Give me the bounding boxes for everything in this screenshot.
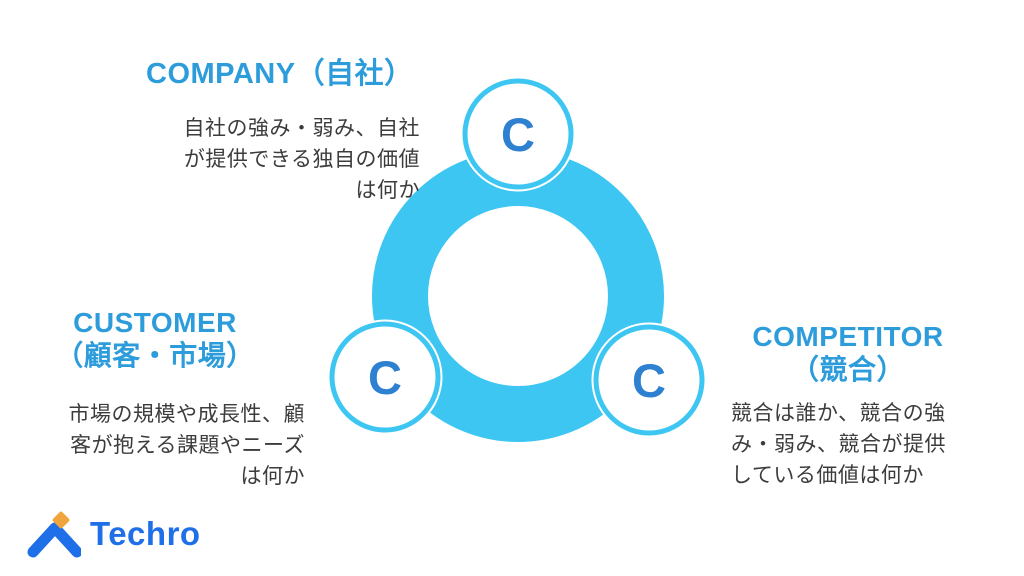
competitor-description: 競合は誰か、競合の強 み・弱み、競合が提供 している価値は何か xyxy=(731,402,946,487)
logo-text: Techro xyxy=(90,515,201,552)
logo-mark-icon xyxy=(27,511,81,558)
competitor-circle: C xyxy=(591,322,707,438)
company-circle-letter: C xyxy=(501,108,535,161)
company-circle: C xyxy=(460,76,576,192)
company-heading: COMPANY（自社） xyxy=(146,58,414,90)
company-description: 自社の強み・弱み、自社 が提供できる独自の価値 は何か xyxy=(183,117,420,202)
customer-heading: CUSTOMER （顧客・市場） xyxy=(55,307,255,371)
competitor-circle-letter: C xyxy=(632,354,666,407)
customer-circle: C xyxy=(327,319,443,435)
competitor-heading: COMPETITOR （競合） xyxy=(752,321,944,385)
customer-circle-letter: C xyxy=(368,351,402,404)
logo: Techro xyxy=(27,510,201,558)
customer-description: 市場の規模や成長性、顧 客が抱える課題やニーズ は何か xyxy=(68,403,305,488)
